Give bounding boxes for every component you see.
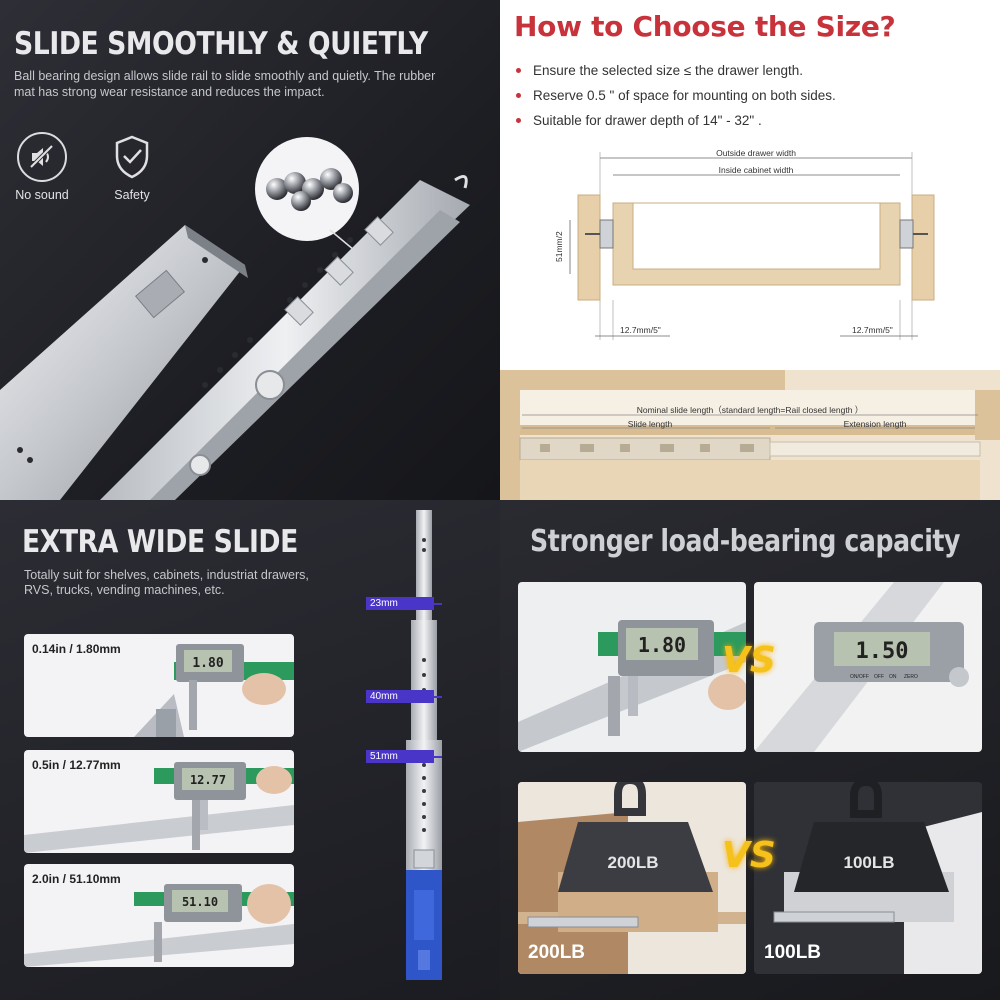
- width-tag: 40mm: [366, 690, 434, 703]
- ball-bearing-slide-rail: [0, 174, 470, 500]
- caliper-button-label: ON: [889, 674, 897, 680]
- feature-safety: Safety: [92, 132, 172, 202]
- caliper-button-label: ZERO: [904, 674, 918, 680]
- load-test-100lb: 100LB 100LB: [754, 782, 982, 974]
- width-tag: 51mm: [366, 750, 434, 763]
- caliper-reading: 51.10: [182, 895, 218, 909]
- extra-wide-description: Totally suit for shelves, cabinets, indu…: [24, 568, 309, 597]
- bullet-text: Ensure the selected size ≤ the drawer le…: [533, 62, 804, 78]
- choose-size-title: How to Choose the Size?: [514, 10, 896, 43]
- load-label: 200LB: [528, 942, 586, 963]
- feature-label: Safety: [114, 188, 150, 202]
- outside-width-label: Outside drawer width: [716, 148, 796, 158]
- caliper-reading: 1.80: [192, 656, 223, 671]
- slide-length-label: Slide length: [628, 419, 673, 429]
- shield-check-icon: [107, 132, 157, 182]
- bullet-dot-icon: [516, 93, 521, 98]
- bullet-dot-icon: [516, 118, 521, 123]
- ball-bearings-closeup: [255, 137, 359, 241]
- bullet-item: Suitable for drawer depth of 14" - 32" .: [516, 108, 836, 133]
- drawer-width-diagram: Outside drawer width Inside cabinet widt…: [554, 148, 935, 340]
- caliper-image: 51.10: [24, 884, 294, 967]
- measurement-card: 0.14in / 1.80mm 1.80: [24, 634, 294, 737]
- extra-wide-panel: EXTRA WIDE SLIDE Totally suit for shelve…: [0, 500, 500, 1000]
- weight-value: 100LB: [843, 853, 894, 872]
- weight-value: 200LB: [607, 853, 658, 872]
- right-gap-label: 12.7mm/5": [852, 325, 893, 335]
- measurement-label: 2.0in / 51.10mm: [32, 872, 121, 886]
- left-gap-label: 12.7mm/5": [620, 325, 661, 335]
- vs-badge: VS: [722, 640, 776, 681]
- bullet-item: Reserve 0.5 " of space for mounting on b…: [516, 83, 836, 108]
- slide-length-diagram: Nominal slide length（standard length=Rai…: [500, 370, 1000, 500]
- caliper-image: 12.77: [24, 762, 294, 853]
- bullet-item: Ensure the selected size ≤ the drawer le…: [516, 58, 836, 83]
- nominal-length-label: Nominal slide length（standard length=Rai…: [637, 405, 864, 415]
- slide-smoothly-description: Ball bearing design allows slide rail to…: [14, 69, 436, 99]
- caliper-reading: 1.80: [638, 633, 686, 657]
- extension-length-label: Extension length: [844, 419, 907, 429]
- measurement-label: 0.14in / 1.80mm: [32, 642, 121, 656]
- measurement-label: 0.5in / 12.77mm: [32, 758, 121, 772]
- extra-wide-title: EXTRA WIDE SLIDE: [22, 524, 298, 560]
- caliper-reading: 1.50: [856, 639, 909, 664]
- extended-slide-rail: [406, 510, 442, 980]
- caliper-reading: 12.77: [190, 773, 226, 787]
- mute-speaker-icon: [17, 132, 67, 182]
- caliper-comparison-right: 1.50 ON/OFF OFF ON ZERO: [754, 582, 982, 752]
- load-bearing-panel: Stronger load-bearing capacity 1.80 1.50…: [500, 500, 1000, 1000]
- vs-badge: VS: [722, 835, 776, 876]
- measurement-card: 0.5in / 12.77mm 12.77: [24, 750, 294, 853]
- height-label: 51mm/2: [554, 231, 564, 262]
- tag-pointer: [434, 603, 442, 605]
- measurement-card: 2.0in / 51.10mm 51.10: [24, 864, 294, 967]
- caliper-image: 1.80: [134, 644, 294, 737]
- caliper-comparison-left: 1.80: [518, 582, 746, 752]
- caliper-button-label: OFF: [874, 674, 884, 680]
- bullet-dot-icon: [516, 68, 521, 73]
- width-tag: 23mm: [366, 597, 434, 610]
- caliper-button-label: ON/OFF: [850, 674, 869, 680]
- tag-pointer: [434, 756, 442, 758]
- slide-smoothly-panel: SLIDE SMOOTHLY & QUIETLY Ball bearing de…: [0, 0, 500, 500]
- feature-no-sound: No sound: [2, 132, 82, 202]
- feature-label: No sound: [15, 188, 69, 202]
- load-bearing-title: Stronger load-bearing capacity: [530, 524, 961, 559]
- slide-smoothly-title: SLIDE SMOOTHLY & QUIETLY: [14, 26, 428, 62]
- inside-width-label: Inside cabinet width: [719, 165, 794, 175]
- load-label: 100LB: [764, 942, 822, 963]
- bullet-text: Suitable for drawer depth of 14" - 32" .: [533, 112, 762, 128]
- tag-pointer: [434, 696, 442, 698]
- choose-size-panel: How to Choose the Size? Ensure the selec…: [500, 0, 1000, 500]
- choose-size-bullets: Ensure the selected size ≤ the drawer le…: [516, 58, 836, 133]
- bullet-text: Reserve 0.5 " of space for mounting on b…: [533, 87, 836, 103]
- load-test-200lb: 200LB 200LB: [518, 782, 746, 974]
